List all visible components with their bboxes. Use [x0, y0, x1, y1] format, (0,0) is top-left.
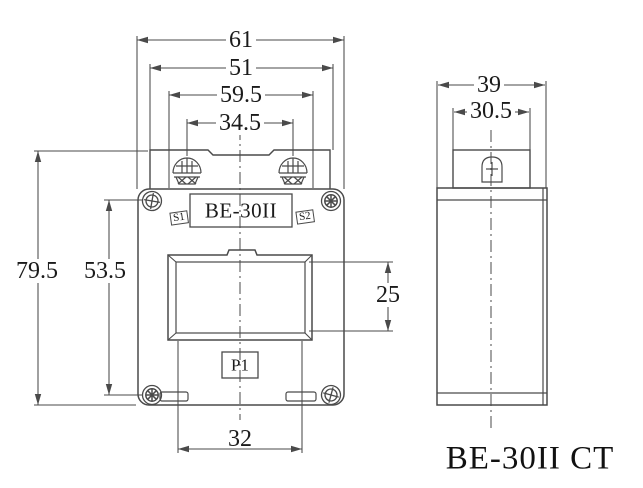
- side-dimensions: [436, 81, 547, 188]
- front-terminal-screw-right: [278, 157, 308, 185]
- corner-screw-top-left: [140, 189, 164, 213]
- side-view: [436, 130, 548, 429]
- corner-screw-top-right: [320, 190, 342, 212]
- dim-label-terminal-span-outer: 59.5: [217, 83, 265, 107]
- model-label-box: [189, 193, 293, 228]
- side-body-outline: [436, 187, 548, 406]
- model-label: BE-30II: [204, 198, 278, 223]
- dim-label-terminal-block-depth: 30.5: [467, 99, 515, 123]
- corner-screw-bottom-left: [141, 384, 163, 406]
- dim-label-terminal-cover-width: 51: [226, 56, 256, 80]
- dim-label-mounting-screw-span: 53.5: [81, 259, 129, 283]
- terminal-label-s2: S2: [295, 209, 315, 225]
- dim-label-terminal-span: 34.5: [216, 111, 264, 135]
- dim-label-window-width: 32: [228, 426, 252, 452]
- dim-label-overall-height: 79.5: [13, 259, 61, 283]
- dim-label-overall-width: 61: [226, 28, 256, 52]
- side-terminal-screw: [481, 156, 503, 183]
- terminal-label-p1: P1: [231, 355, 249, 375]
- terminal-label-s1: S1: [169, 210, 189, 226]
- dim-label-window-height: 25: [373, 283, 403, 307]
- dim-label-overall-depth: 39: [474, 73, 504, 97]
- mounting-slots: [159, 391, 317, 402]
- front-body-outline: [137, 188, 345, 406]
- front-terminal-block: [149, 149, 331, 189]
- front-view: [137, 128, 345, 420]
- front-terminal-screw-left: [172, 157, 202, 185]
- drawing-caption: BE-30II CT: [445, 440, 615, 477]
